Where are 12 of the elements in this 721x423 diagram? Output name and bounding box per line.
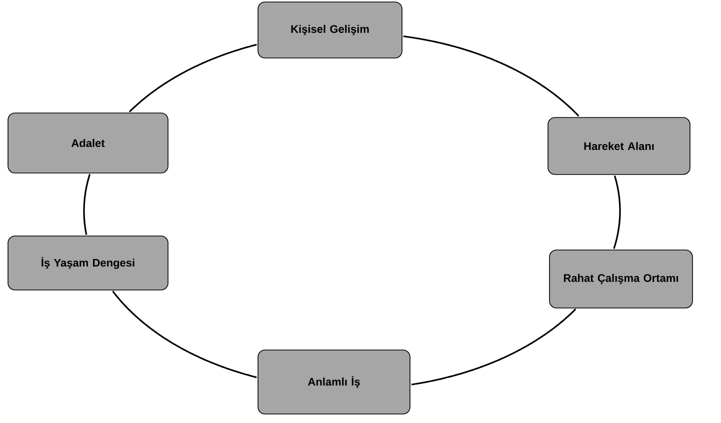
- ellipse-arc: [83, 174, 91, 236]
- process-box: Hareket Alanı: [548, 117, 690, 175]
- process-box: Rahat Çalışma Ortamı: [549, 250, 693, 308]
- ellipse-arc: [128, 44, 257, 112]
- process-box: Adalet: [8, 112, 168, 174]
- ellipse-arc: [403, 36, 580, 117]
- process-box: Anlamlı İş: [258, 350, 410, 414]
- ellipse-arc: [411, 308, 576, 386]
- process-box: Kişisel Gelişim: [258, 2, 402, 58]
- ellipse-arc: [112, 290, 257, 378]
- process-box: İş Yaşam Dengesi: [8, 236, 168, 290]
- ellipse-arc: [613, 175, 621, 250]
